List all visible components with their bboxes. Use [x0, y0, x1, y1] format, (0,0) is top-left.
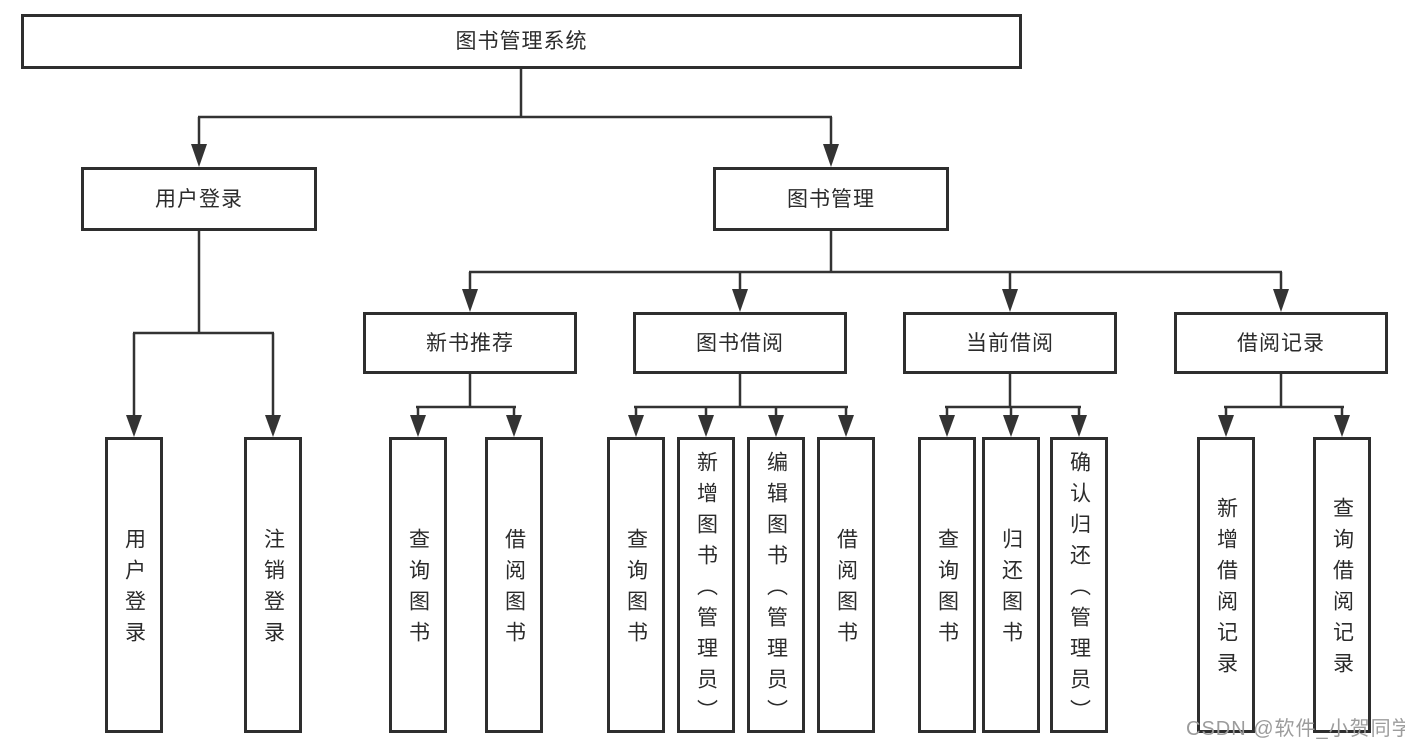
node-book-borrow: 图书借阅: [633, 312, 847, 374]
leaf-bb-query-books: 查询图书: [607, 437, 665, 733]
node-new-book-recommend: 新书推荐: [363, 312, 577, 374]
connector-paths: [132, 69, 1344, 416]
leaf-label: 用户登录: [122, 528, 146, 652]
leaf-bb-borrow-books: 借阅图书: [817, 437, 875, 733]
leaf-label: 新增图书（管理员）: [694, 450, 718, 730]
leaf-label: 查询借阅记录: [1330, 497, 1354, 683]
leaf-label: 新增借阅记录: [1214, 497, 1238, 683]
node-label: 图书借阅: [696, 331, 784, 355]
node-label: 图书管理: [787, 187, 875, 211]
leaf-logout: 注销登录: [244, 437, 302, 733]
leaf-label: 查询图书: [624, 528, 648, 652]
leaf-label: 借阅图书: [502, 528, 526, 652]
node-user-login: 用户登录: [81, 167, 317, 231]
leaf-user-login: 用户登录: [105, 437, 163, 733]
leaf-br-add-record: 新增借阅记录: [1197, 437, 1255, 733]
node-label: 当前借阅: [966, 331, 1054, 355]
leaf-bb-add-books-admin: 新增图书（管理员）: [677, 437, 735, 733]
arrowhead-icons: [126, 144, 1350, 437]
leaf-label: 借阅图书: [834, 528, 858, 652]
leaf-label: 编辑图书（管理员）: [764, 450, 788, 730]
leaf-br-query-record: 查询借阅记录: [1313, 437, 1371, 733]
leaf-label: 查询图书: [406, 528, 430, 652]
node-book-management: 图书管理: [713, 167, 949, 231]
node-borrow-records: 借阅记录: [1174, 312, 1388, 374]
node-label: 借阅记录: [1237, 331, 1325, 355]
leaf-cb-confirm-return-admin: 确认归还（管理员）: [1050, 437, 1108, 733]
leaf-label: 注销登录: [261, 528, 285, 652]
leaf-label: 确认归还（管理员）: [1067, 450, 1091, 730]
leaf-nb-query-books: 查询图书: [389, 437, 447, 733]
node-label: 新书推荐: [426, 331, 514, 355]
leaf-bb-edit-books-admin: 编辑图书（管理员）: [747, 437, 805, 733]
node-current-borrow: 当前借阅: [903, 312, 1117, 374]
watermark: CSDN @软件_小贺同学: [1186, 718, 1405, 740]
leaf-cb-return-books: 归还图书: [982, 437, 1040, 733]
leaf-label: 归还图书: [999, 528, 1023, 652]
node-root: 图书管理系统: [21, 14, 1022, 69]
node-label: 用户登录: [155, 187, 243, 211]
leaf-cb-query-books: 查询图书: [918, 437, 976, 733]
leaf-label: 查询图书: [935, 528, 959, 652]
node-label: 图书管理系统: [455, 30, 588, 53]
leaf-nb-borrow-books: 借阅图书: [485, 437, 543, 733]
